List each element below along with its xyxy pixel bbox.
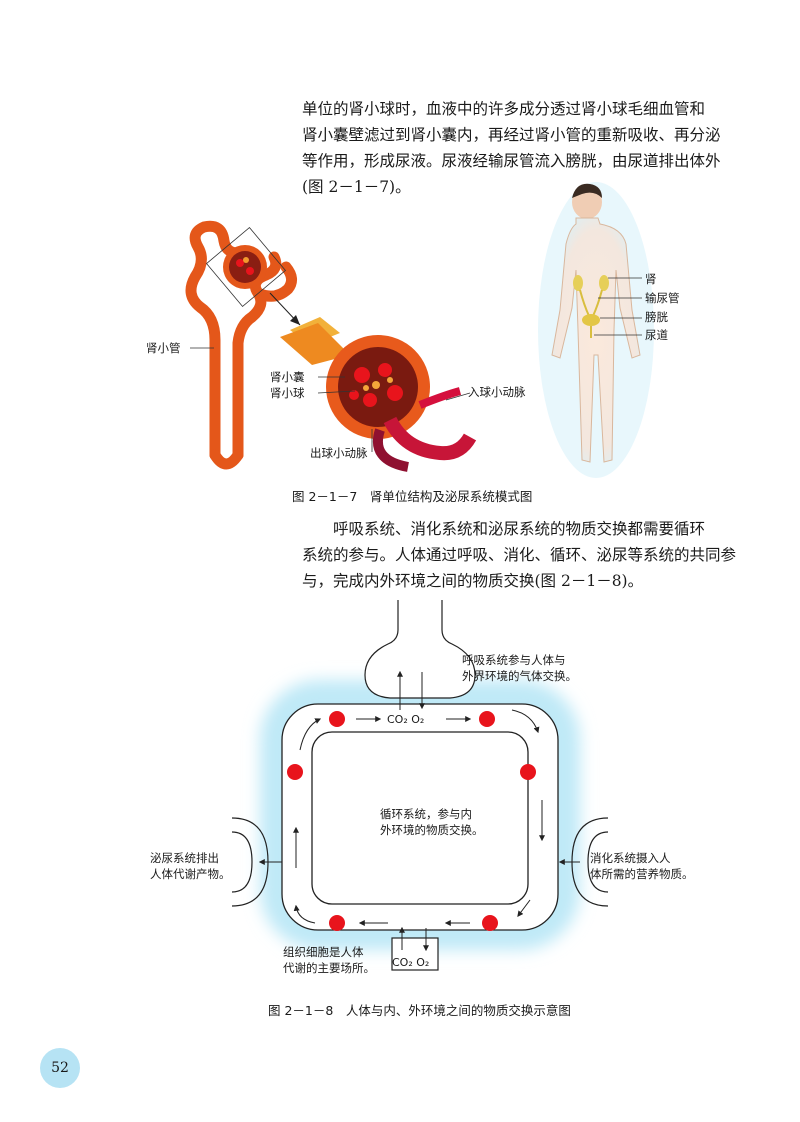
label-afferent-arteriole: 入球小动脉	[468, 385, 526, 399]
label-glomerulus: 肾小球	[270, 386, 305, 400]
label-renal-tubule: 肾小管	[146, 341, 181, 355]
label-kidney: 肾	[645, 272, 657, 286]
label-respiratory-system: 呼吸系统参与人体与 外界环境的气体交换。	[462, 652, 577, 684]
urinary-system-body-illustration	[536, 180, 656, 480]
label-tissue-cells: 组织细胞是人体 代谢的主要场所。	[283, 944, 375, 976]
text-line: 系统的参与。人体通过呼吸、消化、循环、泌尿等系统的共同参	[302, 542, 722, 568]
gas-exchange-top: CO₂ O₂	[387, 713, 424, 726]
label-bladder: 膀胱	[645, 310, 668, 324]
figure-caption-2-1-8: 图 2－1－8 人体与内、外环境之间的物质交换示意图	[268, 1000, 571, 1019]
text-line: 肾小囊壁滤过到肾小囊内，再经过肾小管的重新吸收、再分泌	[302, 122, 722, 148]
gas-exchange-bottom: CO₂ O₂	[392, 956, 429, 969]
label-urethra: 尿道	[645, 328, 668, 342]
label-renal-capsule: 肾小囊	[270, 370, 305, 384]
paragraph-exchange: 呼吸系统、消化系统和泌尿系统的物质交换都需要循环 系统的参与。人体通过呼吸、消化…	[302, 516, 722, 594]
text-line: 等作用，形成尿液。尿液经输尿管流入膀胱，由尿道排出体外	[302, 148, 722, 174]
text-line: (图 2－1－7)。	[302, 174, 722, 200]
label-ureter: 输尿管	[645, 291, 680, 305]
nephron-illustration	[140, 205, 500, 480]
page-number: 52	[40, 1048, 80, 1088]
label-circulatory-system: 循环系统，参与内 外环境的物质交换。	[380, 806, 484, 838]
figure-caption-2-1-7: 图 2－1－7 肾单位结构及泌尿系统模式图	[292, 486, 532, 505]
text-line: 呼吸系统、消化系统和泌尿系统的物质交换都需要循环	[302, 516, 722, 542]
text-line: 与，完成内外环境之间的物质交换(图 2－1－8)。	[302, 568, 722, 594]
label-urinary-system: 泌尿系统排出 人体代谢产物。	[150, 850, 231, 882]
label-digestive-system: 消化系统摄入人 体所需的营养物质。	[590, 850, 694, 882]
text-line: 单位的肾小球时，血液中的许多成分透过肾小球毛细血管和	[302, 96, 722, 122]
label-efferent-arteriole: 出球小动脉	[310, 446, 368, 460]
paragraph-kidney: 单位的肾小球时，血液中的许多成分透过肾小球毛细血管和 肾小囊壁滤过到肾小囊内，再…	[302, 96, 722, 200]
